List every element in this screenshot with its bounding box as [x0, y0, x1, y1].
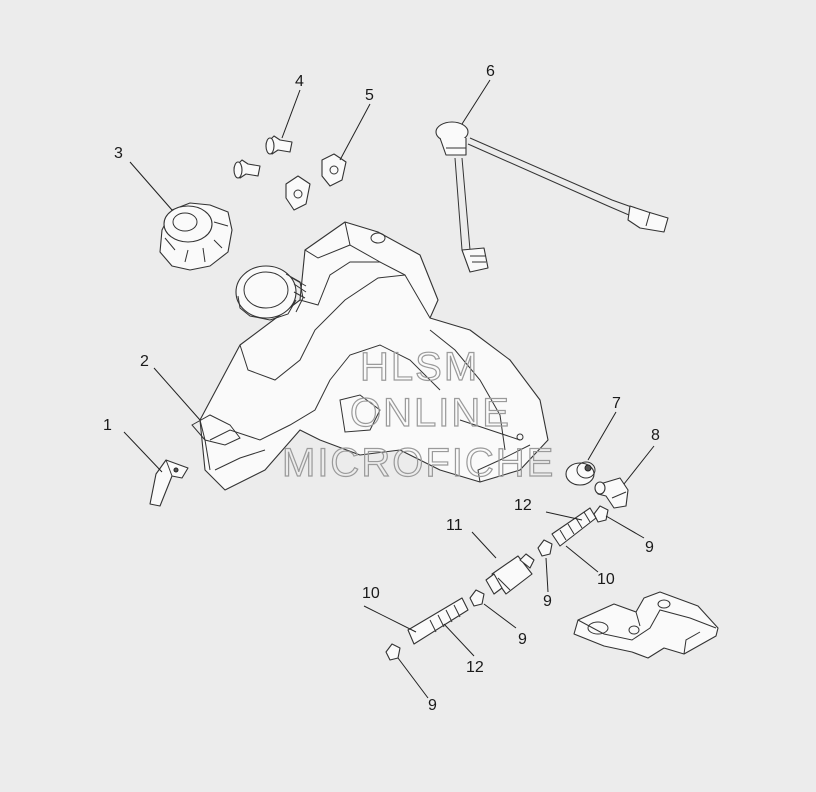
fuel-cap	[159, 202, 233, 271]
clip-nuts	[285, 153, 347, 211]
callout-4: 4	[295, 73, 304, 90]
clip-bracket	[149, 459, 189, 507]
watermark-line-3: MICROFICHE	[282, 441, 555, 485]
hose-upper	[551, 507, 597, 547]
callout-10-left: 10	[362, 585, 380, 602]
callout-labels: 1 2 3 4 5 6 7 8 12 9 11 10 9 10 9 12 9	[103, 63, 660, 714]
callout-8: 8	[651, 427, 660, 444]
callout-9-bottom: 9	[428, 697, 437, 714]
callout-11: 11	[446, 517, 463, 534]
callout-2: 2	[140, 353, 149, 370]
watermark-line-2: ONLINE	[350, 391, 511, 435]
hose-lower	[407, 597, 469, 645]
callout-10-right: 10	[597, 571, 615, 588]
callout-5: 5	[365, 87, 374, 104]
callout-3: 3	[114, 145, 123, 162]
elbow-fitting	[594, 477, 629, 509]
callout-9-lower: 9	[518, 631, 527, 648]
callout-9-middle: 9	[543, 593, 552, 610]
clamps	[385, 505, 609, 661]
watermark: HLSM ONLINE MICROFICHE	[281, 344, 555, 485]
fuel-filter	[485, 553, 535, 595]
bolts	[233, 135, 293, 179]
watermark-line-1: HLSM	[360, 345, 479, 389]
fuel-sender	[435, 121, 669, 273]
grommet	[565, 461, 596, 486]
callout-7: 7	[612, 395, 621, 412]
callout-6: 6	[486, 63, 495, 80]
callout-9-upper-right: 9	[645, 539, 654, 556]
mounting-bracket	[573, 591, 719, 659]
callout-12-lower: 12	[466, 659, 484, 676]
callout-1: 1	[103, 417, 112, 434]
leader-lines	[123, 79, 655, 699]
fuel-tank	[191, 221, 549, 491]
callout-12-upper: 12	[514, 497, 532, 514]
